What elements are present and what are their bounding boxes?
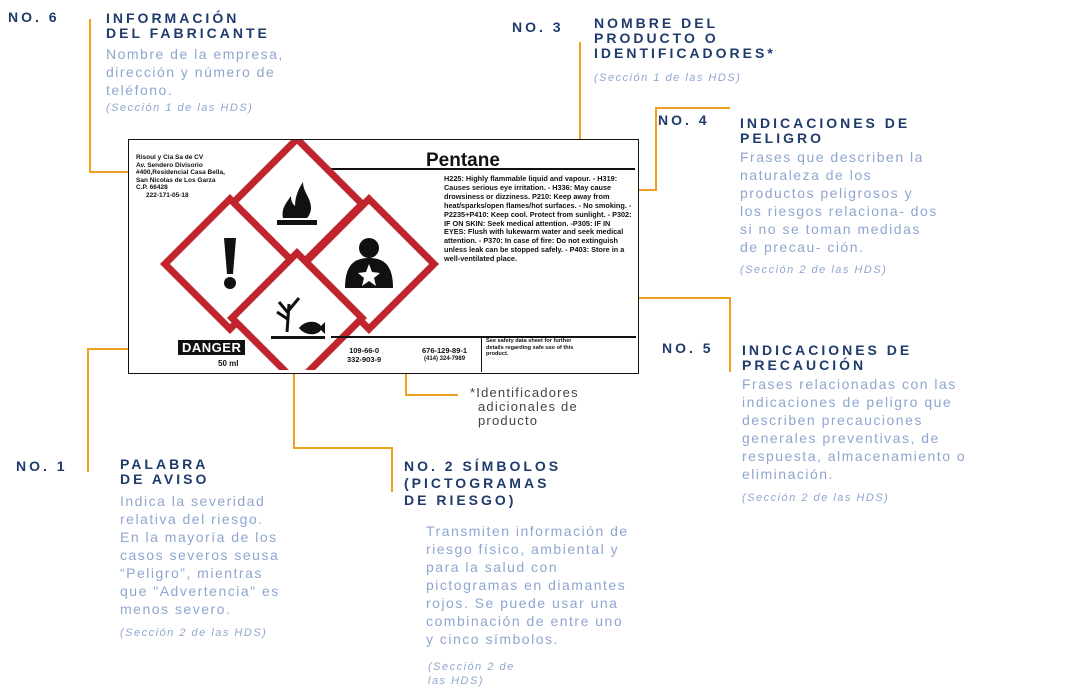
no5-reference: (Sección 2 de las HDS) [742,492,890,504]
leader-no2 [293,358,393,492]
bottom-rule [331,336,636,338]
pictograms [159,140,440,370]
identifiers-2: 676-129-89-1(414) 324-7989 [422,346,468,362]
no6-number: NO. 6 [8,9,60,25]
no1-reference: (Sección 2 de las HDS) [120,627,268,639]
sds-note: See safety data sheet for further detail… [486,338,574,358]
product-name: Pentane [426,150,500,171]
flame-icon [277,182,317,225]
diamond-environment [226,247,368,370]
no1-number: NO. 1 [16,458,68,474]
exclamation-icon [224,238,236,289]
no6-reference: (Sección 1 de las HDS) [106,102,254,114]
signal-word: DANGER [178,340,246,355]
no5-number: NO. 5 [662,340,714,356]
product-name-rule [330,168,635,170]
no3-reference: (Sección 1 de las HDS) [594,72,742,84]
no4-reference: (Sección 2 de las HDS) [740,264,888,276]
no4-number: NO. 4 [658,112,710,128]
environment-icon [271,297,325,339]
sds-box: See safety data sheet for further detail… [481,336,637,372]
no3-number: NO. 3 [512,19,564,35]
hazard-precaution-statements: H225: Highly flammable liquid and vapour… [444,174,632,264]
no6-description: Nombre de la empresa,dirección y número … [106,46,284,98]
extra-identifiers-note: *Identificadores adicionales de producto [470,385,579,428]
health-hazard-icon [345,238,393,288]
volume: 50 ml [218,359,239,368]
